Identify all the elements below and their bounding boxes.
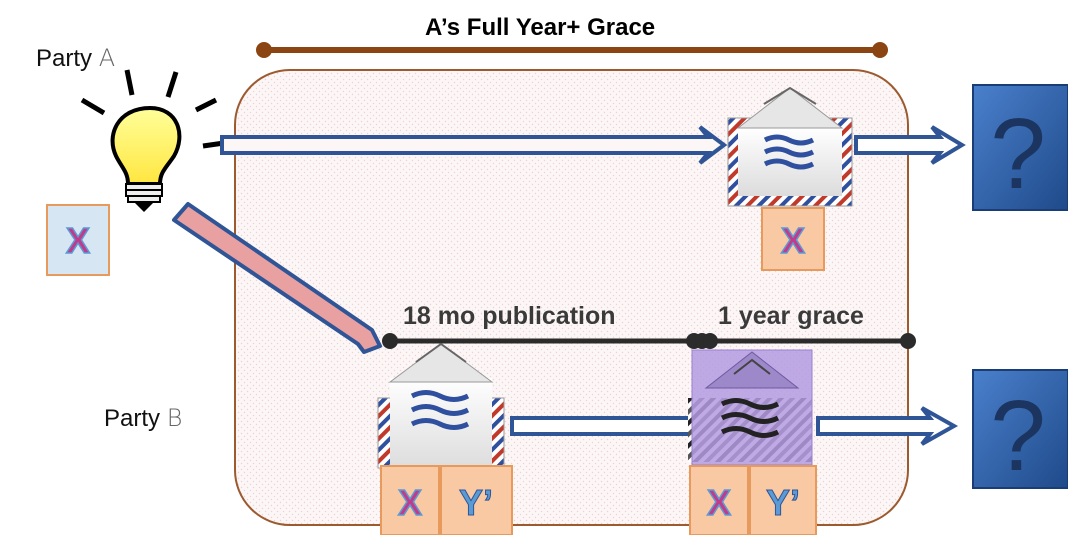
diagonal-transfer-arrow xyxy=(172,202,382,354)
party-b-label: Party B xyxy=(104,404,182,433)
envelope-icon xyxy=(688,349,813,466)
grace-bar-end-dot xyxy=(872,42,888,58)
party-a-letter: A xyxy=(98,44,116,72)
party-b-outcome-arrow xyxy=(816,406,959,446)
party-a-outcome-arrow xyxy=(854,125,966,165)
question-mark-icon: ? xyxy=(990,380,1046,492)
grace-period-label: 1 year grace xyxy=(718,302,864,330)
party-a-label: Party A xyxy=(36,44,115,73)
idea-x-box xyxy=(46,204,110,276)
envelope-icon xyxy=(377,342,505,470)
timeline-start-dot xyxy=(382,333,398,349)
lightbulb-icon xyxy=(80,69,225,212)
party-b-claim-y: Y’ xyxy=(459,482,493,523)
question-mark-icon: ? xyxy=(990,98,1046,210)
outcome-b-box xyxy=(972,369,1068,489)
party-a-filing-arrow xyxy=(220,125,728,165)
party-a-claim-x: X xyxy=(781,220,805,261)
publication-period-label: 18 mo publication xyxy=(403,302,616,330)
party-a-prefix: Party xyxy=(36,45,99,72)
party-b-claim-x-box xyxy=(380,465,440,535)
party-b-publication-arrow xyxy=(510,416,694,436)
idea-claim-x: X xyxy=(66,220,90,261)
published-claim-x: X xyxy=(707,482,731,523)
party-b-letter: B xyxy=(166,404,183,432)
party-b-claim-x: X xyxy=(398,482,422,523)
timeline-end-dot xyxy=(900,333,916,349)
grace-period-title: A’s Full Year+ Grace xyxy=(425,14,656,41)
party-b-prefix: Party xyxy=(104,405,167,432)
party-b-claim-y-box xyxy=(440,465,513,535)
outcome-a-box xyxy=(972,84,1068,211)
published-claim-x-box xyxy=(689,465,749,535)
grace-bar-start-dot xyxy=(256,42,272,58)
published-claim-y-box xyxy=(749,465,817,535)
timeline-mid-dot-3 xyxy=(702,333,718,349)
party-a-claim-x-box xyxy=(761,207,825,271)
published-claim-y: Y’ xyxy=(766,482,800,523)
envelope-icon xyxy=(727,86,853,207)
